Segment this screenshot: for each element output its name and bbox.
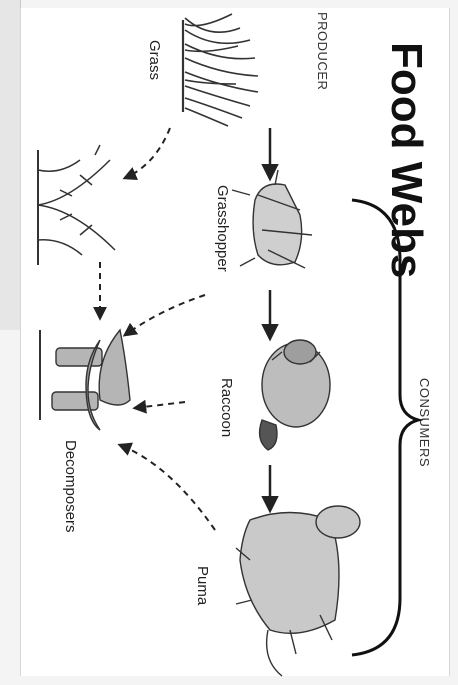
- producer-label: PRODUCER: [315, 12, 330, 90]
- grasshopper-label: Grasshopper: [214, 185, 231, 272]
- grasshopper-icon: [232, 170, 312, 268]
- consumers-label: CONSUMERS: [417, 378, 432, 467]
- diagram-title: Food Webs: [382, 42, 431, 278]
- puma-icon: [236, 506, 360, 676]
- raccoon-icon: [260, 340, 330, 450]
- raccoon-label: Raccoon: [218, 378, 235, 437]
- grass-to-plant-dashed-arrow: [125, 128, 170, 178]
- mushroom-icon: [40, 330, 130, 430]
- grasshopper-to-decomposers-dashed-arrow: [125, 295, 205, 335]
- decomposition-arrows: [100, 128, 215, 530]
- grass-icon: [183, 14, 258, 126]
- puma-to-decomposers-dashed-arrow: [120, 445, 215, 530]
- puma-label: Puma: [194, 566, 211, 606]
- grass-label: Grass: [146, 40, 163, 80]
- plant-icon: [38, 145, 115, 265]
- raccoon-to-decomposers-dashed-arrow: [135, 402, 185, 408]
- decomposers-label: Decomposers: [62, 440, 79, 533]
